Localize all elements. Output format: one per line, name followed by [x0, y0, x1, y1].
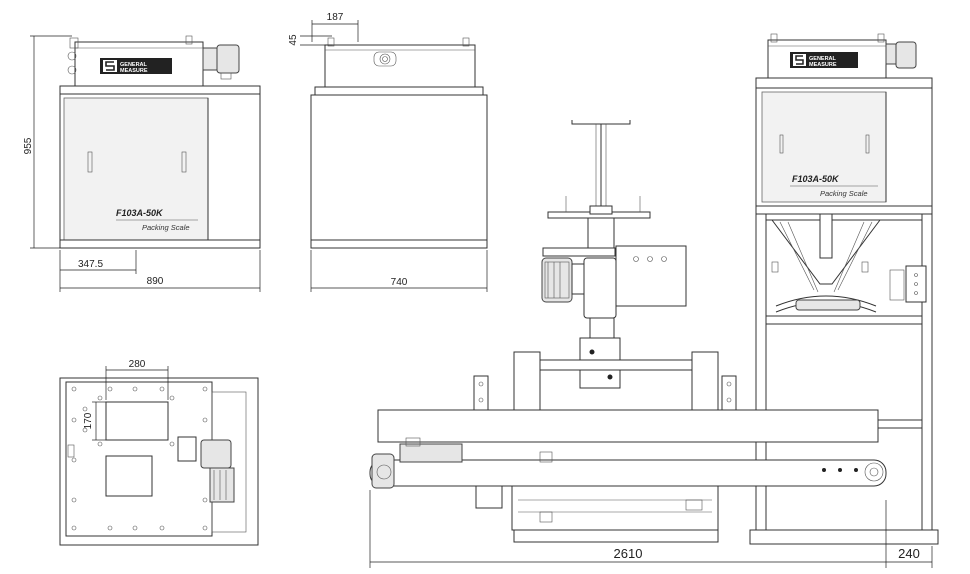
side-top-plate [314, 86, 484, 96]
line-model-label: F103A-50K [792, 174, 840, 184]
plan-motor [200, 439, 232, 469]
line-frame-left [513, 351, 541, 415]
line-conveyor-motor [399, 443, 463, 463]
line-frame-right [691, 351, 719, 415]
line-thread-stand-top [571, 120, 631, 125]
front-view: GENERAL MEASURE F103A-50K Packing Scale … [23, 35, 261, 292]
side-hopper-box [324, 44, 476, 88]
front-logo: GENERAL MEASURE [100, 58, 172, 74]
line-leg-left [755, 213, 767, 545]
plan-bolt-holes [71, 386, 208, 531]
line-sewing-motor [541, 257, 573, 303]
front-logo-line2: MEASURE [120, 68, 148, 74]
line-logo: GENERAL MEASURE [790, 52, 858, 68]
line-leg-right [921, 213, 933, 545]
line-cabinet-base [755, 205, 933, 215]
dim-front-width: 890 [147, 276, 164, 287]
dim-front-offset: 347.5 [78, 259, 103, 270]
line-logo-line2: MEASURE [809, 62, 837, 68]
dim-side-top-height: 45 [288, 34, 299, 46]
line-control-box [905, 265, 927, 303]
line-stand-base [749, 529, 939, 545]
dim-line-length: 2610 [614, 546, 643, 561]
line-top-plate [755, 77, 933, 89]
plan-control-box [177, 436, 197, 462]
line-guard-bar [377, 409, 879, 443]
line-sewing-head [583, 257, 617, 319]
line-bag-clamp [795, 299, 861, 311]
dim-line-extra: 240 [898, 546, 920, 561]
front-subtitle: Packing Scale [142, 223, 190, 232]
line-logo-line1: GENERAL [809, 56, 837, 62]
line-under-frame [511, 485, 719, 531]
line-sewing-column [587, 217, 615, 249]
front-logo-line1: GENERAL [120, 62, 148, 68]
line-feed-tube [819, 213, 833, 259]
plan-bottom-opening [105, 455, 153, 497]
plan-top-opening [105, 401, 169, 441]
line-conveyor [369, 459, 887, 487]
front-motor [216, 44, 240, 74]
front-top-plate [59, 85, 261, 95]
line-arm [539, 359, 693, 371]
line-conveyor-drive [371, 453, 395, 489]
side-base [310, 239, 488, 249]
side-cabinet [310, 94, 488, 246]
side-view: 187 45 740 [288, 12, 488, 292]
dim-front-height: 955 [23, 137, 34, 154]
dim-plan-opening-height: 170 [83, 412, 94, 429]
line-under-base [513, 529, 719, 543]
front-base [59, 239, 261, 249]
line-door [761, 91, 887, 203]
line-sewing-panel [615, 245, 687, 307]
dim-side-width: 740 [391, 277, 408, 288]
dim-plan-opening-width: 280 [129, 359, 146, 370]
line-discharge-funnel [771, 219, 881, 285]
line-view: GENERAL MEASURE F103A-50K Packing Scale [369, 33, 939, 568]
dim-side-top-width: 187 [327, 12, 344, 23]
front-motor-block [202, 47, 218, 71]
plan-view: 280 170 [59, 359, 259, 546]
front-door [63, 97, 209, 241]
front-model-label: F103A-50K [116, 208, 164, 218]
plan-motor-body [209, 467, 235, 503]
line-subtitle: Packing Scale [820, 189, 868, 198]
line-motor [895, 41, 917, 69]
